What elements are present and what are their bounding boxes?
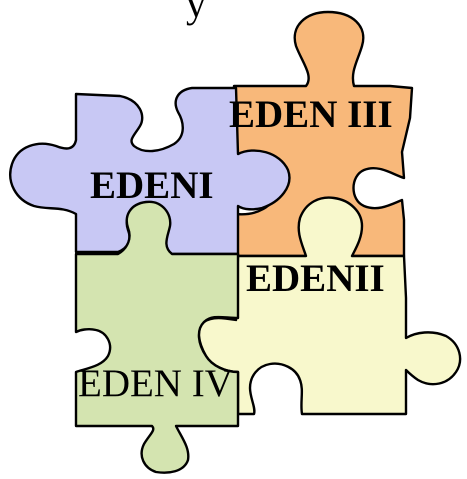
piece-label-eden-i: EDENI xyxy=(90,164,214,207)
puzzle-piece-eden-i-shape xyxy=(9,86,291,256)
puzzle-piece-eden-iv xyxy=(74,200,240,474)
piece-label-eden-iii: EDEN III xyxy=(229,93,393,136)
puzzle-piece-eden-iv-shape xyxy=(74,200,240,474)
puzzle-piece-eden-i xyxy=(9,86,291,256)
piece-label-eden-iv: EDEN IV xyxy=(78,362,233,405)
diagram-title-fragment: y xyxy=(186,0,206,26)
piece-label-eden-ii: EDENII xyxy=(246,257,385,300)
